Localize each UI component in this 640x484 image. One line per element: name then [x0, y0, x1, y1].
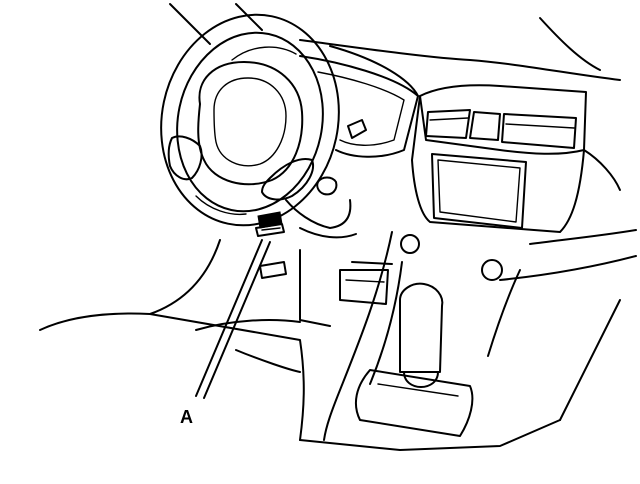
- lower-switch: [259, 261, 287, 279]
- center-console: [299, 231, 521, 441]
- steering-wheel: [160, 13, 340, 227]
- steering-column-shaft: [169, 3, 263, 45]
- climate-knobs: [400, 234, 503, 281]
- data-link-connector: [255, 211, 285, 237]
- dashboard-top: [299, 17, 621, 97]
- column-cover: [285, 199, 357, 239]
- callout-label-a: A: [180, 407, 193, 427]
- center-display-panel: [431, 153, 527, 229]
- callout-a-leader: [195, 239, 271, 399]
- column-stalks: [316, 119, 367, 196]
- center-vents: [425, 109, 577, 149]
- instrument-cluster-bezel: [299, 55, 419, 158]
- gear-selector: [354, 282, 474, 437]
- center-stack-frame: [411, 84, 587, 233]
- right-dash-panel: [499, 149, 637, 281]
